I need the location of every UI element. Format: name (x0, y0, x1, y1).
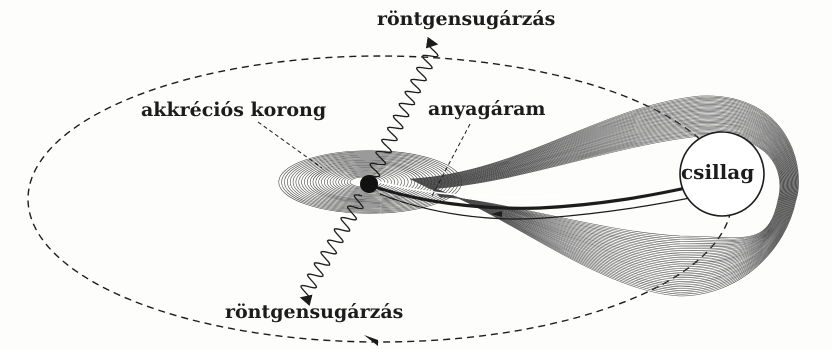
xray-label-bottom: röntgensugárzás (225, 303, 403, 322)
orbit-direction-arrow (364, 335, 378, 346)
disk-label-pointer (258, 122, 322, 168)
xray-label-top: röntgensugárzás (377, 10, 555, 29)
star-label: csillag (681, 162, 754, 182)
compact-object (360, 175, 378, 193)
accretion-disk-label: akkréciós korong (141, 101, 326, 120)
matter-stream-label: anyagáram (428, 100, 546, 119)
